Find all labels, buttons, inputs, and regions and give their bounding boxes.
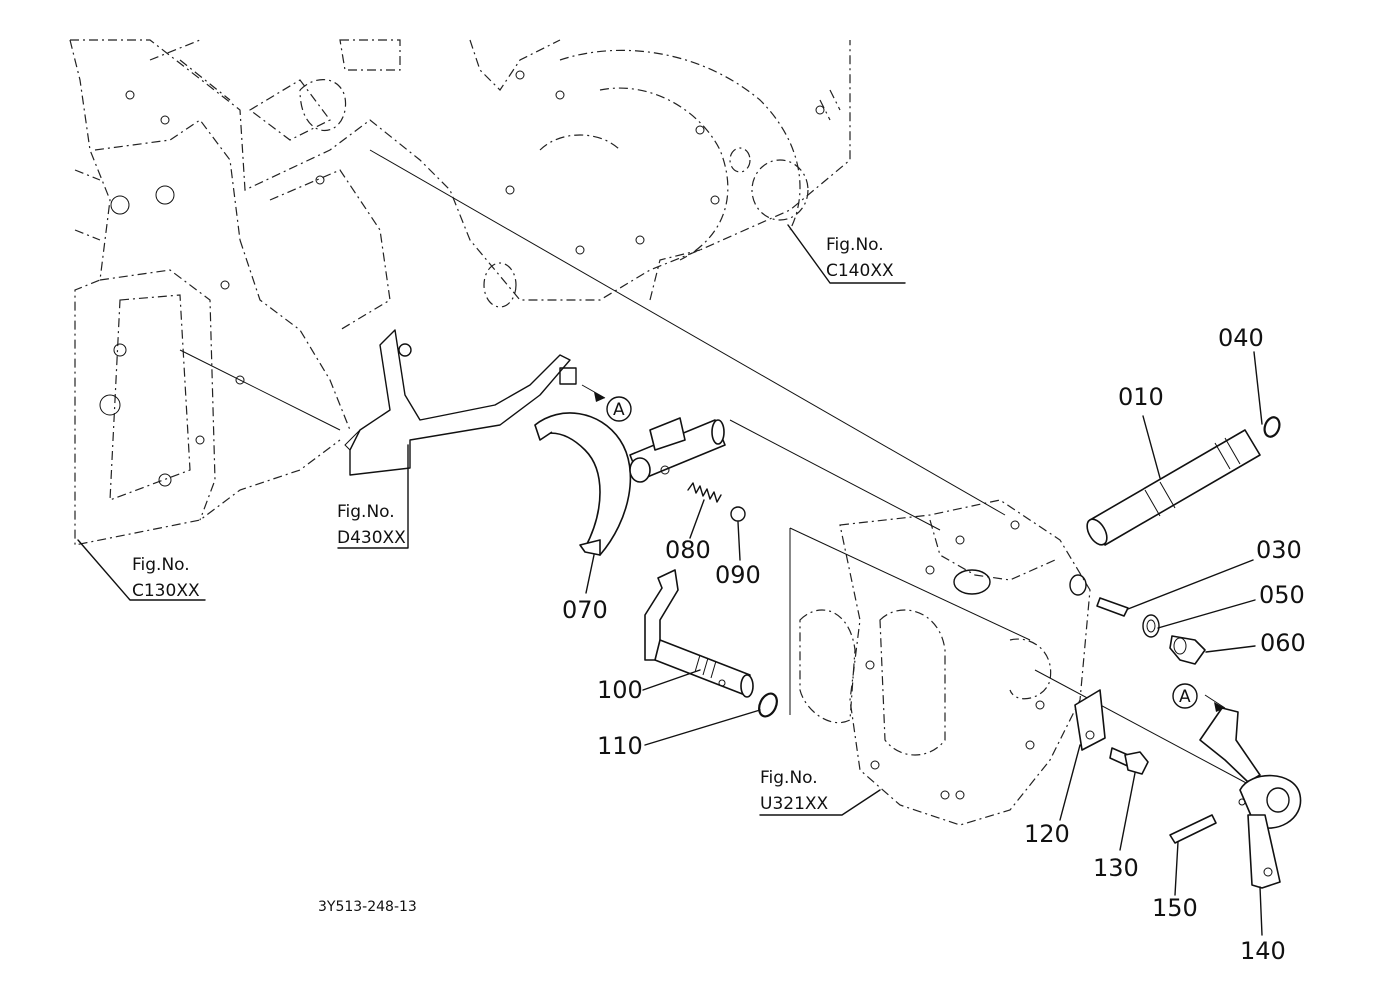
leader-lines xyxy=(77,224,1263,936)
fig-code: D430XX xyxy=(337,528,406,548)
fig-prefix: Fig.No. xyxy=(826,235,884,255)
figure-ref-u321xx: Fig.No. U321XX xyxy=(760,768,829,814)
spring-pin-150 xyxy=(1169,814,1217,844)
plug-bolt-060 xyxy=(1169,635,1206,665)
fig-prefix: Fig.No. xyxy=(132,555,190,575)
shift-shaft-010 xyxy=(1086,429,1261,546)
marker-a-lower: A xyxy=(1172,683,1198,709)
fig-code: C130XX xyxy=(132,581,200,601)
engine-housing-outline xyxy=(70,39,851,308)
cover-case-outline xyxy=(799,499,1091,826)
figure-ref-c140xx: Fig.No. C140XX xyxy=(826,235,894,281)
marker-letter: A xyxy=(613,400,625,420)
marker-a-upper: A xyxy=(606,396,632,422)
o-ring-110 xyxy=(758,692,778,718)
part-label-090: 090 xyxy=(715,561,761,589)
fig-code: C140XX xyxy=(826,261,894,281)
lever-140 xyxy=(1199,707,1302,889)
pin-030 xyxy=(1096,597,1129,617)
transmission-case-outline xyxy=(69,39,391,546)
figure-ref-d430xx: Fig.No. D430XX xyxy=(337,502,406,548)
spring-080 xyxy=(687,482,722,503)
bolt-130 xyxy=(1109,747,1149,775)
part-label-100: 100 xyxy=(597,676,643,704)
marker-letter: A xyxy=(1179,687,1191,707)
figure-ref-c130xx: Fig.No. C130XX xyxy=(132,555,200,601)
part-label-150: 150 xyxy=(1152,894,1198,922)
fig-prefix: Fig.No. xyxy=(760,768,818,788)
fig-code: U321XX xyxy=(760,794,829,814)
fig-prefix: Fig.No. xyxy=(337,502,395,522)
shift-fork-070 xyxy=(534,412,726,556)
part-label-060: 060 xyxy=(1260,629,1306,657)
part-label-030: 030 xyxy=(1256,536,1302,564)
steel-ball-090 xyxy=(730,506,746,522)
plate-120 xyxy=(1074,689,1106,751)
part-label-110: 110 xyxy=(597,732,643,760)
part-label-140: 140 xyxy=(1240,937,1286,965)
part-label-050: 050 xyxy=(1259,581,1305,609)
arrow-to-marker xyxy=(594,392,1225,712)
part-label-010: 010 xyxy=(1118,383,1164,411)
drawing-code: 3Y513-248-13 xyxy=(318,899,417,915)
part-label-080: 080 xyxy=(665,536,711,564)
part-label-130: 130 xyxy=(1093,854,1139,882)
washer-050 xyxy=(1142,614,1160,638)
shift-arm-100 xyxy=(644,569,754,698)
fork-lever-assembly xyxy=(344,329,577,476)
reference-lines xyxy=(179,149,1251,786)
plate-hole xyxy=(1085,730,1095,740)
part-label-070: 070 xyxy=(562,596,608,624)
o-ring-040 xyxy=(1263,416,1281,438)
part-label-120: 120 xyxy=(1024,820,1070,848)
part-label-040: 040 xyxy=(1218,324,1264,352)
